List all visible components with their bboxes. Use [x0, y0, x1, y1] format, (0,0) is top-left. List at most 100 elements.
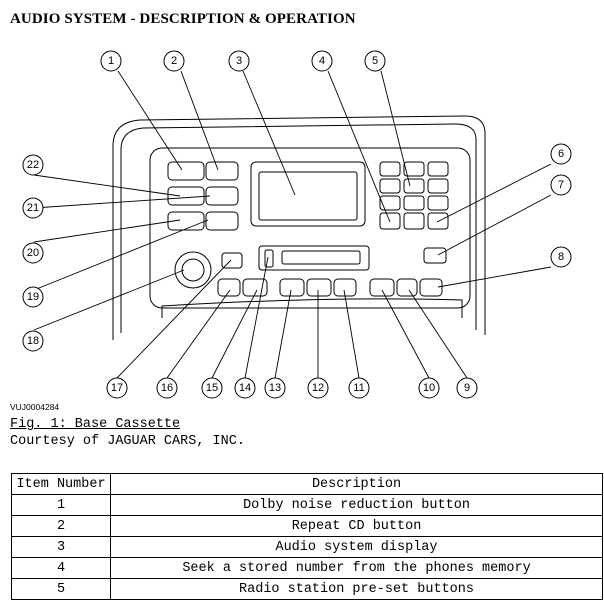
keypad-key [427, 161, 449, 177]
item-number-cell: 5 [11, 578, 111, 600]
keypad-key [379, 195, 401, 211]
callout-20-circle [22, 242, 44, 264]
item-number-cell: 2 [11, 515, 111, 537]
left-button-c [167, 211, 205, 231]
item-description-table: Item Number Description 1 Dolby noise re… [11, 473, 603, 600]
description-cell: Repeat CD button [110, 515, 603, 537]
callout-9-circle [456, 377, 478, 399]
table-row: 4 Seek a stored number from the phones m… [11, 557, 603, 579]
keypad-key [403, 161, 425, 177]
lower-trim [161, 298, 463, 318]
callout-9: 9 [464, 382, 470, 394]
description-cell: Audio system display [110, 536, 603, 558]
page-title: AUDIO SYSTEM - DESCRIPTION & OPERATION [10, 11, 356, 27]
callout-7: 7 [558, 179, 564, 191]
callout-5-circle [364, 50, 386, 72]
callout-18: 18 [27, 335, 39, 347]
bottom-button-9b [419, 278, 443, 297]
callout-22: 22 [27, 159, 39, 171]
callout-19-circle [22, 286, 44, 308]
table-row: 2 Repeat CD button [11, 515, 603, 537]
callout-20: 20 [27, 247, 39, 259]
column-header-item-number: Item Number [11, 473, 111, 495]
callout-6-circle [550, 143, 572, 165]
bottom-button-15 [242, 278, 268, 297]
callout-12-circle [307, 377, 329, 399]
left-button-d [205, 211, 239, 231]
callout-4-circle [311, 50, 333, 72]
leader-lines [33, 70, 552, 379]
cassette-door [258, 245, 370, 271]
keypad-key [379, 178, 401, 194]
description-cell: Seek a stored number from the phones mem… [110, 557, 603, 579]
item-number-cell: 3 [11, 536, 111, 558]
cassette-indicator [264, 249, 274, 268]
callout-14: 14 [239, 382, 251, 394]
table-row: 1 Dolby noise reduction button [11, 494, 603, 516]
callout-13: 13 [269, 382, 281, 394]
keypad-key [427, 178, 449, 194]
keypad-key [403, 178, 425, 194]
radio-faceplate [149, 147, 471, 309]
keypad-key [403, 195, 425, 211]
callout-7-circle [550, 174, 572, 196]
callout-16-circle [156, 377, 178, 399]
keypad-key [427, 195, 449, 211]
callout-15: 15 [206, 382, 218, 394]
callout-18-circle [22, 330, 44, 352]
callout-5: 5 [372, 55, 378, 67]
callout-17: 17 [111, 382, 123, 394]
callout-14-circle [234, 377, 256, 399]
callout-6: 6 [558, 148, 564, 160]
display-outer [250, 161, 366, 227]
display-inner [258, 171, 358, 221]
callout-11-circle [348, 377, 370, 399]
volume-knob-inner [181, 258, 205, 282]
dashboard-outline-inner [120, 123, 477, 333]
callout-15-circle [201, 377, 223, 399]
keypad-key [403, 212, 425, 230]
figure-caption: Fig. 1: Base Cassette [10, 417, 181, 432]
left-button-a [167, 186, 205, 206]
image-id: VUJ0004284 [10, 402, 60, 412]
cassette-slot [281, 250, 361, 265]
callout-4: 4 [319, 55, 325, 67]
left-button-repeat [205, 161, 239, 181]
callout-22-circle [22, 154, 44, 176]
callout-2-circle [163, 50, 185, 72]
callout-19: 19 [27, 291, 39, 303]
courtesy-line: Courtesy of JAGUAR CARS, INC. [10, 434, 245, 449]
callout-12: 12 [312, 382, 324, 394]
keypad-key [379, 212, 401, 230]
item-number-cell: 1 [11, 494, 111, 516]
keypad-single-button [423, 247, 447, 264]
description-cell: Dolby noise reduction button [110, 494, 603, 516]
left-button-dolby [167, 161, 205, 181]
callout-13-circle [264, 377, 286, 399]
left-button-b [205, 186, 239, 206]
bottom-button-9a [396, 278, 418, 297]
callout-17-circle [106, 377, 128, 399]
callout-8: 8 [558, 251, 564, 263]
bottom-button-12 [306, 278, 332, 297]
callout-11: 11 [353, 382, 364, 394]
callout-1: 1 [108, 55, 114, 67]
callout-2: 2 [171, 55, 177, 67]
callout-3-circle [228, 50, 250, 72]
callout-8-circle [550, 246, 572, 268]
callout-21: 21 [27, 202, 39, 214]
callout-10: 10 [423, 382, 435, 394]
keypad-key [427, 212, 449, 230]
callout-10-circle [418, 377, 440, 399]
volume-knob-outer [174, 251, 212, 289]
callout-16: 16 [161, 382, 173, 394]
audio-system-diagram: 1 2 3 4 5 6 7 8 9 10 11 12 13 14 15 16 1… [22, 50, 572, 399]
callout-21-circle [22, 197, 44, 219]
item-number-cell: 4 [11, 557, 111, 579]
table-row: 5 Radio station pre-set buttons [11, 578, 603, 600]
bottom-button-16 [217, 278, 241, 297]
eject-button [221, 252, 243, 269]
keypad-key [379, 161, 401, 177]
column-header-description: Description [110, 473, 603, 495]
description-cell: Radio station pre-set buttons [110, 578, 603, 600]
